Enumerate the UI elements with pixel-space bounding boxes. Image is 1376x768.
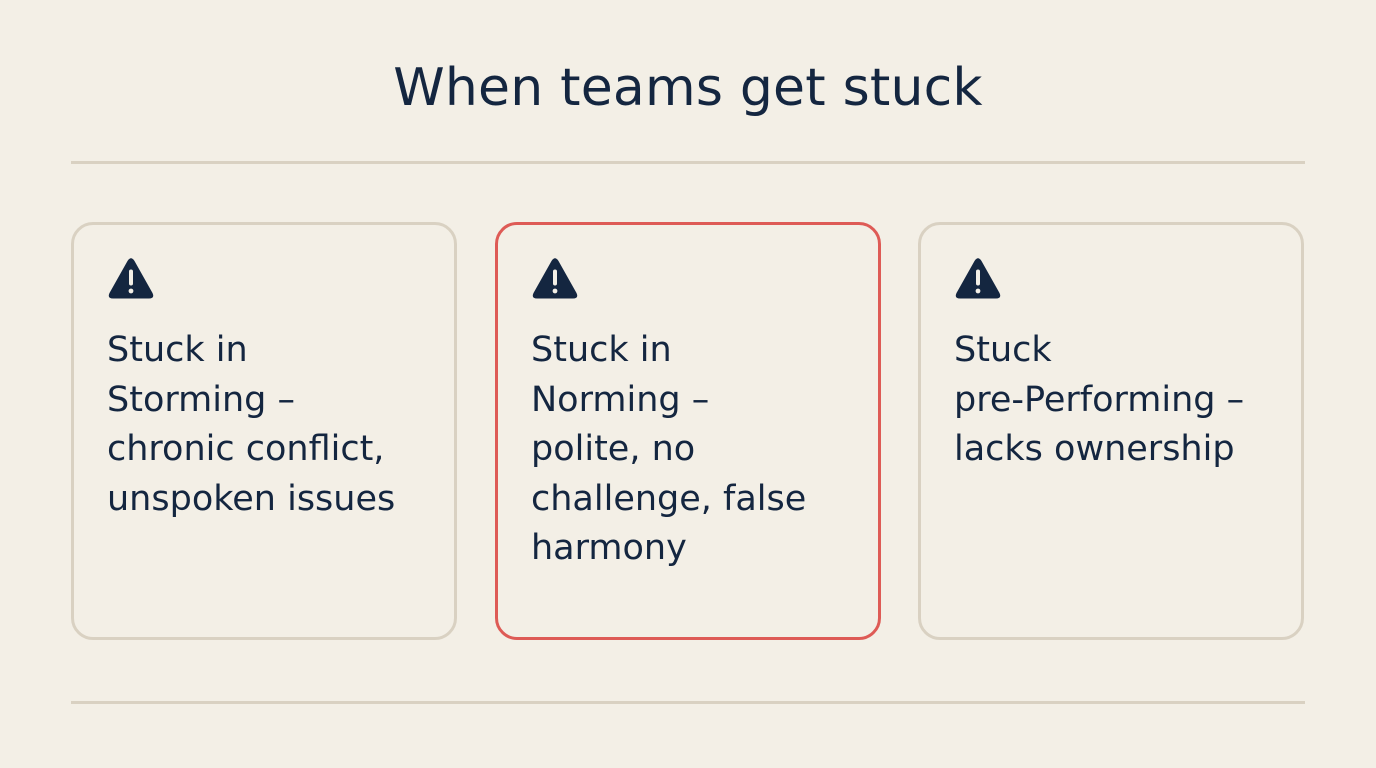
warning-icon	[955, 258, 1001, 299]
bottom-divider	[71, 701, 1305, 704]
warning-icon	[532, 258, 578, 299]
card-text: Stuck in Norming – polite, no challenge,…	[531, 330, 807, 568]
warning-icon	[108, 258, 154, 299]
card-text: Stuck in Storming – chronic conflict, un…	[107, 330, 396, 519]
card-storming: Stuck in Storming – chronic conflict, un…	[71, 222, 457, 640]
card-text: Stuck pre-Performing – lacks ownership	[954, 330, 1245, 469]
top-divider	[71, 161, 1305, 164]
card-pre-performing: Stuck pre-Performing – lacks ownership	[918, 222, 1304, 640]
page-title: When teams get stuck	[393, 58, 983, 118]
card-norming: Stuck in Norming – polite, no challenge,…	[495, 222, 881, 640]
